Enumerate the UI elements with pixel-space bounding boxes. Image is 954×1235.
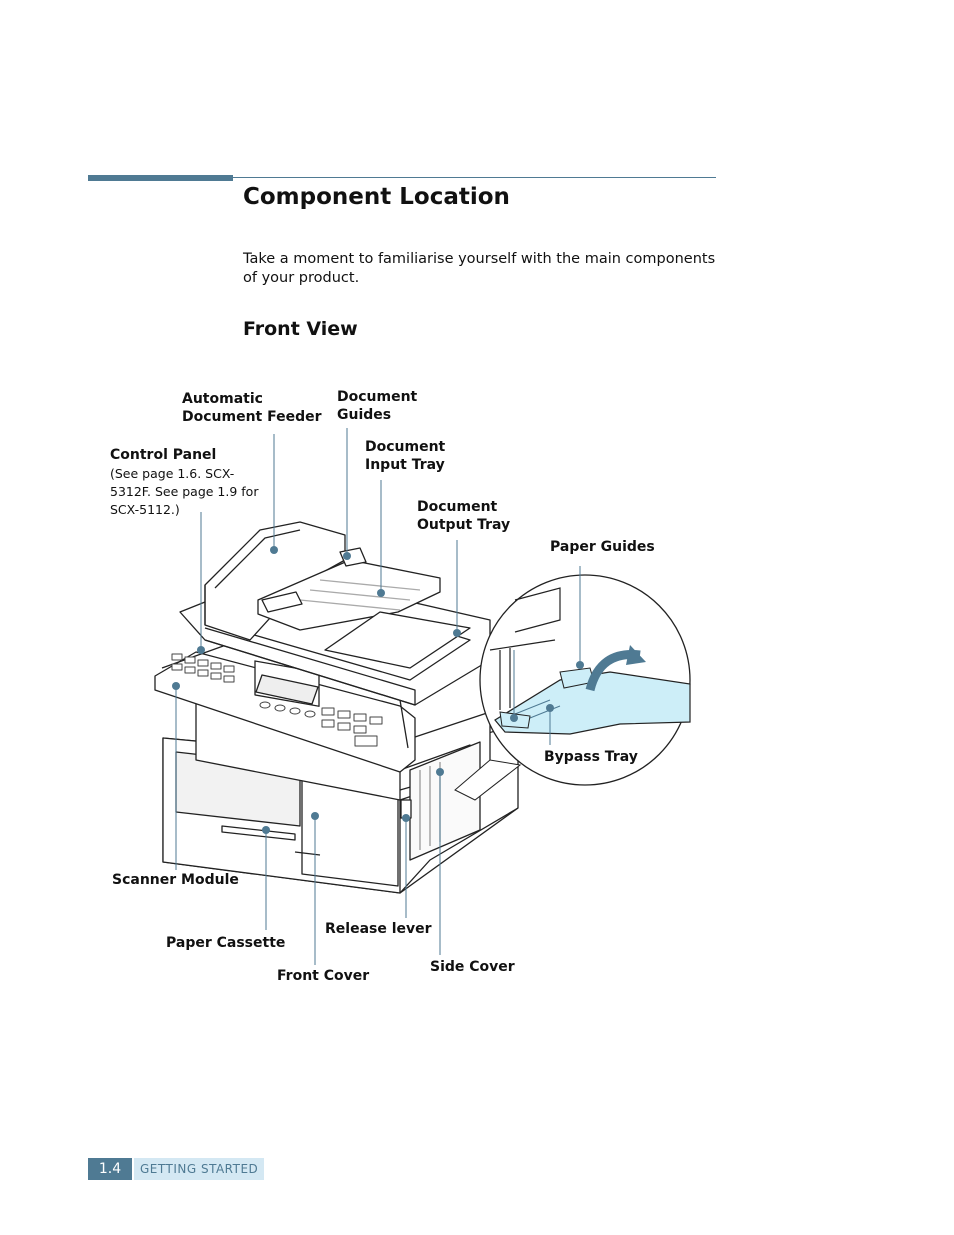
- page-number: 1.4: [88, 1158, 132, 1180]
- label-guides-line-1: Document: [337, 389, 418, 405]
- label-adf-line-1: Automatic: [182, 391, 263, 407]
- label-input-line-1: Document: [365, 439, 446, 455]
- note-line-1: (See page 1.6. SCX-: [110, 466, 235, 481]
- control-panel-note: (See page 1.6. SCX- 5312F. See page 1.9 …: [110, 465, 258, 519]
- label-document-guides: Document Guides: [337, 388, 417, 424]
- section-heading: Front View: [243, 318, 358, 340]
- label-bypass-tray: Bypass Tray: [544, 749, 638, 765]
- label-paper-guides: Paper Guides: [550, 539, 655, 555]
- section-name: GETTING STARTED: [134, 1158, 265, 1180]
- intro-paragraph: Take a moment to familiarise yourself wi…: [243, 251, 716, 286]
- page-title: Component Location: [243, 184, 510, 210]
- label-output-line-2: Output Tray: [417, 517, 511, 533]
- label-input-line-2: Input Tray: [365, 457, 445, 473]
- label-release-lever: Release lever: [325, 921, 432, 937]
- label-side-cover: Side Cover: [430, 959, 515, 975]
- label-front-cover: Front Cover: [277, 968, 370, 984]
- label-output-line-1: Document: [417, 499, 498, 515]
- header-rule-thin: [233, 177, 716, 178]
- label-automatic-document-feeder: Automatic Document Feeder: [182, 390, 322, 426]
- label-paper-cassette: Paper Cassette: [166, 935, 286, 951]
- header-rule-thick: [88, 175, 233, 181]
- label-control-panel: Control Panel: [110, 447, 217, 463]
- label-adf-line-2: Document Feeder: [182, 409, 322, 425]
- label-document-input-tray: Document Input Tray: [365, 438, 445, 474]
- label-guides-line-2: Guides: [337, 407, 392, 423]
- note-line-2: 5312F. See page 1.9 for: [110, 484, 259, 499]
- label-document-output-tray: Document Output Tray: [417, 498, 510, 534]
- label-scanner-module: Scanner Module: [112, 872, 239, 888]
- note-line-3: SCX-5112.): [110, 502, 180, 517]
